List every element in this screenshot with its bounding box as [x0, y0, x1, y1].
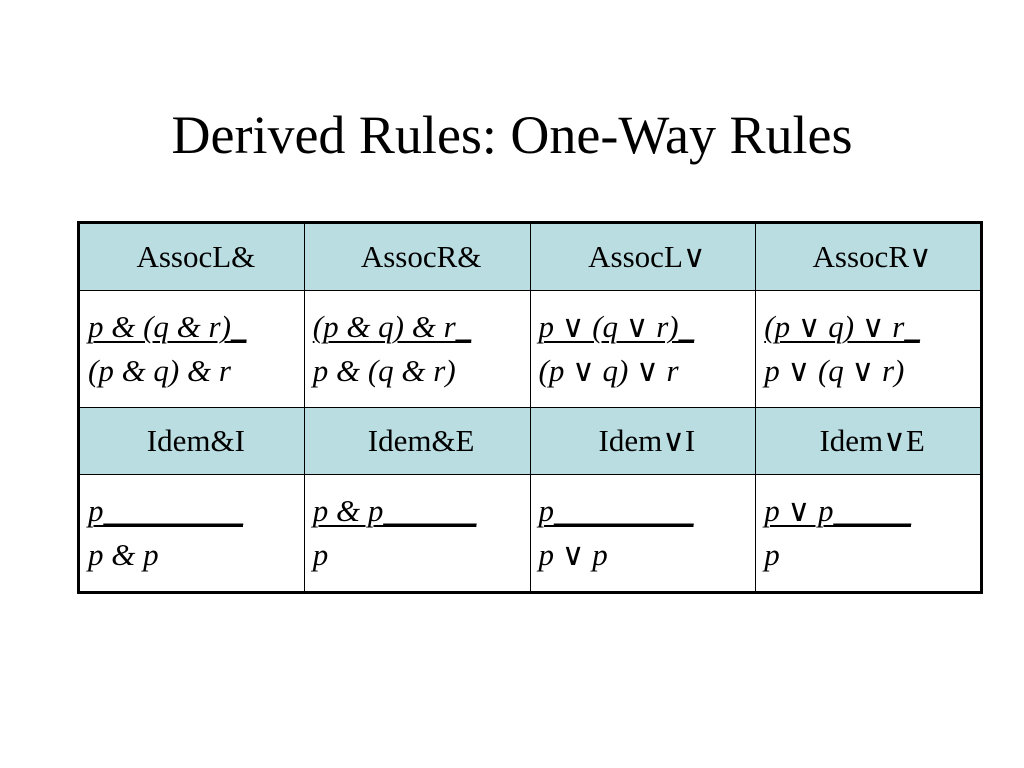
rules-table: AssocL& AssocR& AssocL∨ AssocR∨ p & (q &… — [77, 221, 983, 594]
rule-conclusion: p ∨ p — [538, 537, 608, 573]
rule-name-cell: Idem∨I — [529, 406, 757, 476]
rule-premise: (p & q) & r_ — [312, 309, 472, 345]
rule-conclusion: (p ∨ q) ∨ r — [538, 353, 679, 389]
rule-conclusion: p ∨ (q ∨ r) — [764, 353, 905, 389]
rule-name-cell: Idem&I — [78, 406, 305, 476]
rule-conclusion: (p & q) & r — [88, 353, 231, 389]
rule-body-cell: p ∨ (q ∨ r)_ (p ∨ q) ∨ r — [529, 290, 757, 408]
rule-premise: p_________ — [538, 493, 694, 529]
rule-name-row: AssocL& AssocR& AssocL∨ AssocR∨ — [78, 221, 982, 292]
rule-name-cell: AssocR∨ — [755, 221, 982, 292]
rule-name-cell: AssocR& — [303, 221, 531, 292]
rule-conclusion: p & p — [88, 537, 159, 573]
rule-premise: p & (q & r)_ — [88, 309, 247, 345]
rule-premise: p_________ — [88, 493, 243, 529]
rule-body-row: p_________ p & p p & p______ p p________… — [78, 474, 982, 593]
rule-name-cell: AssocL& — [78, 221, 305, 292]
slide-title: Derived Rules: One-Way Rules — [171, 105, 853, 165]
rule-body-cell: p & (q & r)_ (p & q) & r — [78, 290, 305, 408]
rule-body-cell: p & p______ p — [303, 474, 531, 593]
rule-conclusion: p — [764, 537, 780, 573]
rule-name-cell: Idem&E — [303, 406, 531, 476]
rule-conclusion: p & (q & r) — [312, 353, 456, 389]
rule-body-cell: p_________ p & p — [78, 474, 305, 593]
rule-body-row: p & (q & r)_ (p & q) & r (p & q) & r_ p … — [78, 290, 982, 408]
rule-premise: (p ∨ q) ∨ r_ — [764, 309, 920, 345]
rule-body-cell: (p ∨ q) ∨ r_ p ∨ (q ∨ r) — [755, 290, 982, 408]
rule-premise: p & p______ — [312, 493, 477, 529]
rule-name-cell: Idem∨E — [755, 406, 982, 476]
rule-premise: p ∨ p_____ — [764, 493, 911, 529]
rule-body-cell: p_________ p ∨ p — [529, 474, 757, 593]
rule-conclusion: p — [312, 537, 329, 573]
rule-premise: p ∨ (q ∨ r)_ — [538, 309, 695, 345]
rule-body-cell: p ∨ p_____ p — [755, 474, 982, 593]
rule-body-cell: (p & q) & r_ p & (q & r) — [303, 290, 531, 408]
rule-name-cell: AssocL∨ — [529, 221, 757, 292]
rule-name-row: Idem&I Idem&E Idem∨I Idem∨E — [78, 406, 982, 476]
